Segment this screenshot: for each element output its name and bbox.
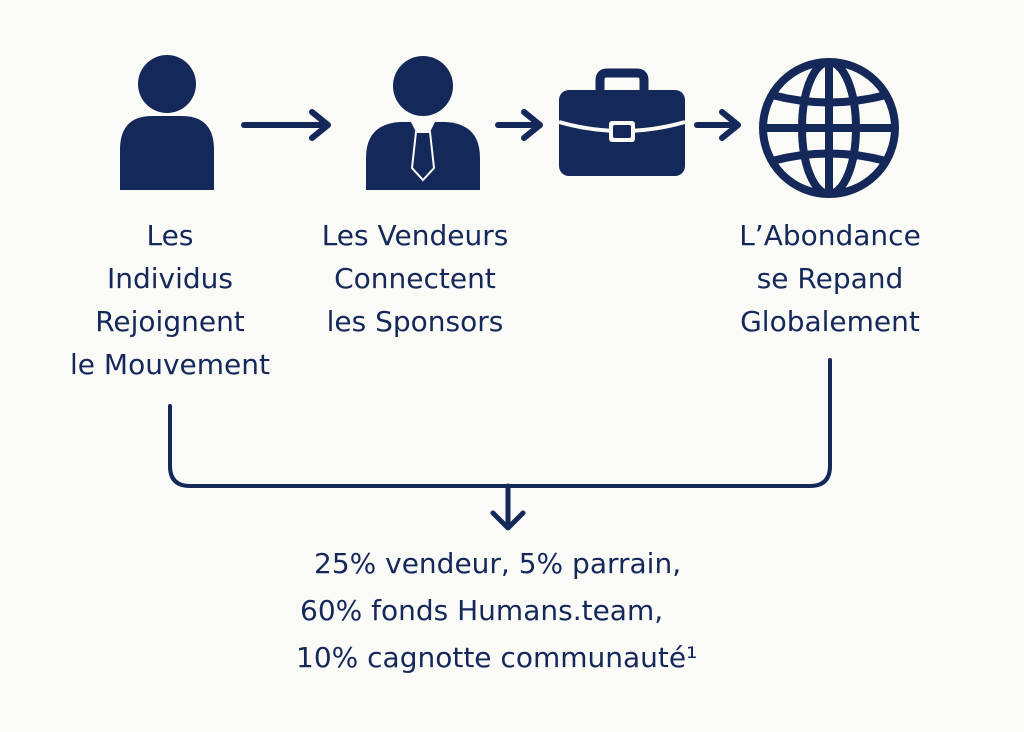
step-label-individus: Les Individus Rejoignent le Mouvement bbox=[40, 214, 300, 386]
distribution-line-3: 10% cagnotte communauté¹ bbox=[296, 641, 698, 674]
globe-icon bbox=[759, 58, 899, 198]
step-label-line: le Mouvement bbox=[70, 348, 270, 381]
step-label-line: Les Vendeurs bbox=[321, 219, 509, 252]
step-label-vendeurs: Les Vendeurs Connectent les Sponsors bbox=[290, 214, 540, 343]
distribution-line-1: 25% vendeur, 5% parrain, bbox=[314, 547, 682, 580]
step-label-line: Connectent bbox=[334, 262, 496, 295]
step-label-line: se Repand bbox=[756, 262, 904, 295]
step-label-line: les Sponsors bbox=[326, 305, 504, 338]
down-arrow bbox=[490, 483, 526, 531]
step-label-line: L’Abondance bbox=[739, 219, 921, 252]
step-label-line: Individus bbox=[106, 262, 233, 295]
step-label-line: Globalement bbox=[740, 305, 920, 338]
flow-arrow-2 bbox=[495, 109, 543, 141]
step-label-line: Rejoignent bbox=[95, 305, 245, 338]
businessman-icon bbox=[366, 56, 480, 190]
distribution-text: 25% vendeur, 5% parrain, 60% fonds Human… bbox=[230, 540, 770, 681]
flow-arrow-3 bbox=[694, 109, 741, 141]
step-label-abondance: L’Abondance se Repand Globalement bbox=[700, 214, 960, 343]
distribution-line-2: 60% fonds Humans.team, bbox=[300, 594, 664, 627]
briefcase-icon bbox=[558, 68, 686, 176]
flow-arrow-1 bbox=[241, 109, 331, 141]
person-icon bbox=[120, 55, 214, 190]
step-label-line: Les bbox=[146, 219, 194, 252]
bracket-connector bbox=[168, 358, 832, 488]
